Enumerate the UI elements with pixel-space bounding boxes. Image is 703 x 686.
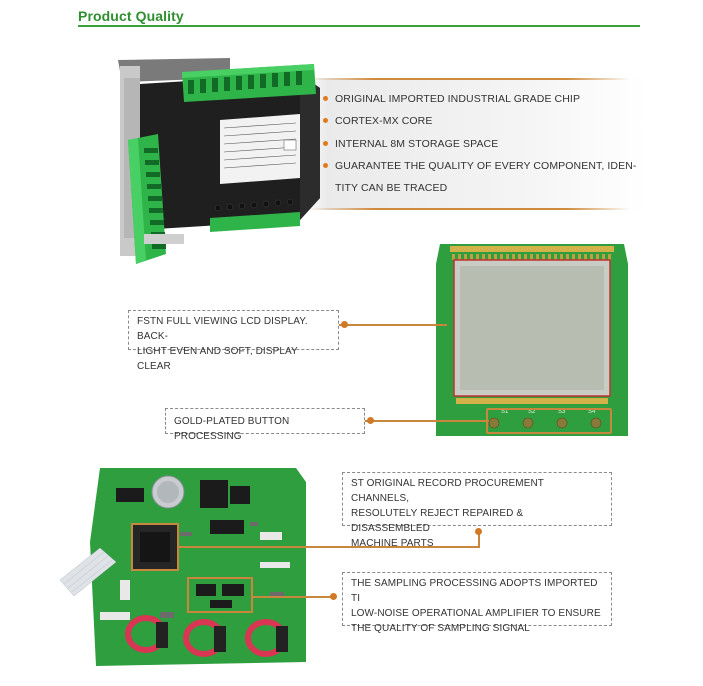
leader-line: [252, 596, 332, 598]
lcd-button-label: S4: [588, 409, 596, 415]
callout-st-line3: MACHINE PARTS: [351, 538, 434, 549]
button-highlight-box: [486, 408, 612, 434]
callout-lcd-line1: FSTN FULL VIEWING LCD DISPLAY. BACK-: [137, 316, 308, 342]
feature-quality-cont: TITY CAN BE TRACED: [335, 182, 448, 194]
leader-line: [339, 324, 447, 326]
leader-line: [365, 420, 489, 422]
lcd-board-image: S1 S2 S3 S4: [436, 244, 628, 436]
leader-dot: [341, 321, 348, 328]
bullet-dot: [323, 141, 328, 146]
feature-quality: GUARANTEE THE QUALITY OF EVERY COMPONENT…: [335, 160, 637, 172]
leader-dot: [475, 528, 482, 535]
feature-band-bottom-line: [310, 208, 630, 210]
leader-line: [478, 532, 480, 548]
lcd-button-label: S1: [501, 409, 509, 415]
bullet-dot: [323, 118, 328, 123]
callout-lcd-display: FSTN FULL VIEWING LCD DISPLAY. BACK- LIG…: [128, 310, 339, 372]
header-divider: [78, 25, 640, 27]
lcd-button-label: S2: [528, 409, 536, 415]
callout-sampling-line2: LOW-NOISE OPERATIONAL AMPLIFIER TO ENSUR…: [351, 608, 601, 619]
feature-band-top-line: [310, 78, 630, 80]
feature-core: CORTEX-MX CORE: [335, 115, 433, 127]
lcd-button-label: S3: [558, 409, 566, 415]
feature-chip: ORIGINAL IMPORTED INDUSTRIAL GRADE CHIP: [335, 93, 581, 105]
callout-st-line1: ST ORIGINAL RECORD PROCUREMENT CHANNELS,: [351, 478, 544, 504]
callout-sampling-line3: THE QUALITY OF SAMPLING SIGNAL: [351, 623, 530, 634]
callout-sampling-line1: THE SAMPLING PROCESSING ADOPTS IMPORTED …: [351, 578, 598, 604]
leader-line: [178, 546, 480, 548]
section-header: Product Quality: [78, 6, 640, 28]
callout-st-line2: RESOLUTELY REJECT REPAIRED & DISASSEMBLE…: [351, 508, 524, 534]
callout-gold-line1: GOLD-PLATED BUTTON PROCESSING: [174, 416, 290, 442]
leader-dot: [330, 593, 337, 600]
pcb-board-image: [60, 468, 306, 666]
bullet-dot: [323, 163, 328, 168]
leader-dot: [367, 417, 374, 424]
bullet-dot: [323, 96, 328, 101]
callout-st-record: ST ORIGINAL RECORD PROCUREMENT CHANNELS,…: [342, 472, 612, 549]
feature-band: [300, 78, 645, 210]
feature-storage: INTERNAL 8M STORAGE SPACE: [335, 138, 499, 150]
callout-gold-button: GOLD-PLATED BUTTON PROCESSING: [165, 408, 365, 442]
meter-product-image: [118, 58, 320, 264]
callout-lcd-line2: LIGHT EVEN AND SOFT, DISPLAY CLEAR: [137, 346, 298, 372]
section-title: Product Quality: [78, 8, 184, 24]
callout-sampling: THE SAMPLING PROCESSING ADOPTS IMPORTED …: [342, 572, 612, 634]
